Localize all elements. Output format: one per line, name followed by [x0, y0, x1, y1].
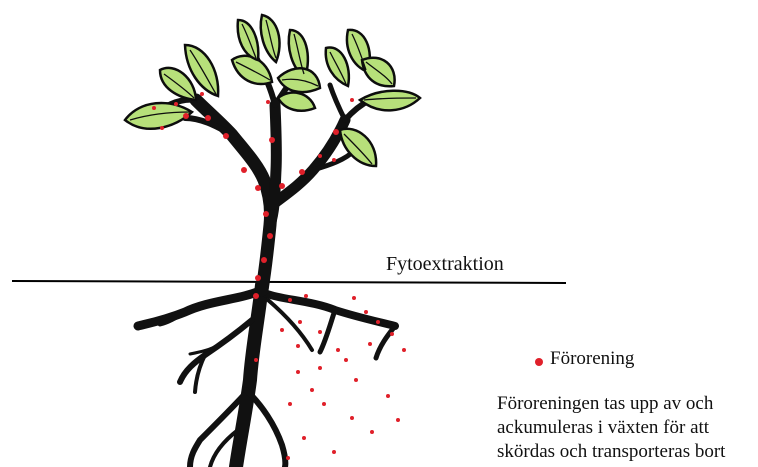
contaminant-dot — [310, 388, 314, 392]
contaminant-dot — [402, 348, 406, 352]
contaminant-dot — [304, 294, 308, 298]
contaminant-dot — [279, 183, 285, 189]
contaminant-dot — [183, 113, 189, 119]
contaminant-dot — [350, 98, 354, 102]
contaminant-dot — [296, 370, 300, 374]
contaminant-dot — [376, 320, 380, 324]
contaminant-dot — [263, 211, 269, 217]
contaminant-dot — [318, 366, 322, 370]
legend: Förorening — [535, 348, 634, 370]
contaminant-dot — [370, 430, 374, 434]
contaminant-dot — [174, 102, 178, 106]
description-line: skördas och transporteras bort — [497, 440, 725, 464]
contaminant-dot — [318, 330, 322, 334]
contaminant-dot — [261, 257, 267, 263]
contaminant-dot — [364, 310, 368, 314]
ground-line — [12, 281, 566, 283]
contaminant-dot — [255, 185, 261, 191]
contaminant-dot-icon — [535, 358, 543, 366]
contaminant-dot — [205, 115, 211, 121]
contaminant-dot — [318, 154, 322, 158]
contaminant-dot — [352, 296, 356, 300]
contaminant-dot — [267, 233, 273, 239]
contaminant-dot — [354, 378, 358, 382]
contaminant-dot — [253, 293, 259, 299]
contaminant-dot — [332, 158, 336, 162]
contaminant-dot — [288, 298, 292, 302]
contaminant-dot — [288, 402, 292, 406]
contaminant-dot — [396, 418, 400, 422]
contaminant-dot — [266, 100, 270, 104]
description-line: Föroreningen tas upp av och — [497, 392, 725, 416]
contaminant-dot — [152, 106, 156, 110]
description-line: ackumuleras i växten för att — [497, 416, 725, 440]
contaminant-dot — [200, 92, 204, 96]
contaminant-dot — [390, 332, 394, 336]
contaminant-dot — [254, 358, 258, 362]
contaminant-dot — [269, 137, 275, 143]
diagram-title: Fytoextraktion — [386, 253, 504, 276]
description: Föroreningen tas upp av och ackumuleras … — [497, 392, 725, 464]
contaminant-dot — [286, 456, 290, 460]
contaminant-dot — [296, 344, 300, 348]
contaminant-dot — [223, 133, 229, 139]
roots — [138, 285, 395, 467]
contaminant-dot — [344, 358, 348, 362]
contaminant-dot — [298, 320, 302, 324]
contaminant-dot — [241, 167, 247, 173]
contaminant-dot — [302, 436, 306, 440]
contaminant-dot — [350, 416, 354, 420]
contaminant-dot — [368, 342, 372, 346]
contaminant-dot — [336, 348, 340, 352]
contaminant-dot — [255, 275, 261, 281]
contaminant-dot — [332, 450, 336, 454]
contaminant-dot — [160, 126, 164, 130]
contaminant-dot — [322, 402, 326, 406]
legend-label: Förorening — [550, 348, 634, 370]
contaminant-dot — [386, 394, 390, 398]
contaminant-dot — [299, 169, 305, 175]
contaminant-dot — [333, 129, 339, 135]
contaminant-dot — [280, 328, 284, 332]
